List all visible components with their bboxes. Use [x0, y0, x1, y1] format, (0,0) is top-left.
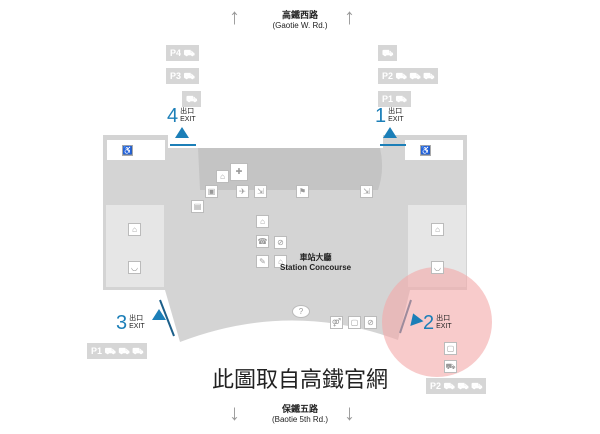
road-name-zh: 保鐵五路	[281, 404, 318, 414]
information-icon: ?	[292, 305, 310, 318]
elevator-icon: ⇲	[360, 185, 373, 198]
platform-block	[198, 148, 383, 190]
exit-zh: 出口	[129, 315, 144, 322]
concourse-zh: 車站大廳	[299, 253, 332, 262]
parking-badge: ⛟	[378, 45, 398, 61]
bag-icon: ▤	[191, 200, 204, 213]
first-aid-icon: ✚	[230, 163, 248, 181]
shop-icon: ⌂	[128, 223, 141, 236]
south-arrow-icon: ↓	[229, 400, 240, 425]
left-toilet-strip	[107, 140, 165, 160]
south-arrow-icon: ↓	[344, 400, 355, 425]
exit-number: 2	[423, 312, 435, 334]
parking-badge: P2 ⛟ ⛟ ⛟	[426, 378, 487, 394]
exit-en: EXIT	[388, 116, 404, 123]
no-entry-icon: ⊘	[364, 316, 377, 329]
shop-icon: ⌂	[216, 170, 229, 183]
no-smoking-icon: ⊘	[274, 236, 287, 249]
source-watermark: 此圖取自高鐵官網	[211, 367, 388, 392]
food-icon: ◡	[128, 261, 141, 274]
parking-badge: ⛟	[182, 91, 202, 107]
left-wing-panel	[106, 205, 164, 287]
bus-icon: ▢	[444, 342, 457, 355]
info-icon: ⚑	[296, 185, 309, 198]
exit-zh: 出口	[180, 108, 195, 115]
exit-arrow-icon	[383, 127, 397, 138]
exit-en: EXIT	[129, 323, 145, 330]
exit-zh: 出口	[388, 108, 403, 115]
south-road-label: 保鐵五路(Baotie 5th Rd.)	[0, 402, 600, 424]
north-road-label: 高鐵西路(Gaotie W. Rd.)	[0, 8, 600, 30]
parking-badge: P1 ⛟	[378, 91, 411, 107]
exit-zh: 出口	[436, 315, 451, 322]
highlight-circle	[382, 267, 492, 377]
parking-badge: P1 ⛟ ⛟ ⛟	[87, 343, 148, 359]
ticket-icon: ✈	[236, 185, 249, 198]
exit-arrow-icon	[152, 309, 166, 320]
exit-en: EXIT	[436, 323, 452, 330]
taxi-icon: ⛟	[444, 360, 457, 373]
exit-number: 4	[167, 105, 179, 127]
concourse-en: Station Concourse	[280, 263, 352, 272]
atm-icon: ▢	[348, 316, 361, 329]
road-name-en: (Gaotie W. Rd.)	[272, 21, 328, 30]
ticket-icon: ⇲	[254, 185, 267, 198]
concourse-label: 車站大廳 Station Concourse	[280, 252, 351, 272]
toilet-icon: ♿	[122, 145, 133, 156]
parking-badge: P4 ⛟	[166, 45, 199, 61]
locker-icon: ▣	[205, 185, 218, 198]
pen-icon: ✎	[256, 255, 269, 268]
road-name-en: (Baotie 5th Rd.)	[271, 415, 329, 424]
exit-3-wall	[159, 299, 175, 337]
exit-1-door	[380, 144, 406, 146]
north-arrow-icon: ↑	[344, 4, 355, 29]
road-name-zh: 高鐵西路	[281, 10, 318, 20]
right-toilet-strip	[405, 140, 463, 160]
shop-icon: ⌂	[256, 215, 269, 228]
north-arrow-icon: ↑	[229, 4, 240, 29]
parking-badge: P2 ⛟ ⛟ ⛟	[378, 68, 439, 84]
exit-number: 1	[375, 105, 387, 127]
shop-icon: ⌂	[431, 223, 444, 236]
exit-number: 3	[116, 312, 128, 334]
phone-icon: ☎	[256, 235, 269, 248]
toilet-icon: ♿	[420, 145, 431, 156]
shop-icon: ⌂	[274, 255, 287, 268]
restroom-icon: ⚤	[330, 316, 343, 329]
exit-arrow-icon	[175, 127, 189, 138]
exit-en: EXIT	[180, 116, 196, 123]
parking-badge: P3 ⛟	[166, 68, 199, 84]
food-icon: ◡	[431, 261, 444, 274]
exit-4-door	[170, 144, 196, 146]
